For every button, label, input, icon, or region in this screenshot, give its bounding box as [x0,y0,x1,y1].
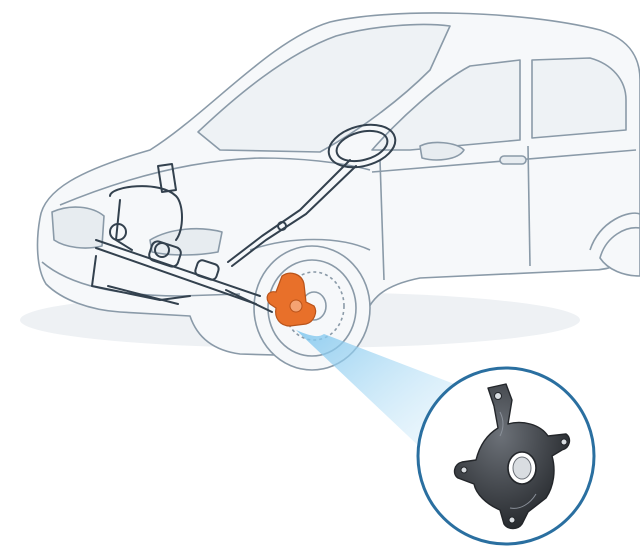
side-window-front [371,59,521,151]
door-handle [499,155,527,165]
steering-rack [95,239,261,297]
hydraulic-line [109,185,183,241]
steering-knuckle-icon [453,383,571,530]
tie-rod [225,289,273,313]
steering-knuckle-highlight [266,272,317,327]
inset-detail [416,366,596,546]
rear-wheel [599,227,640,277]
side-window-rear [531,57,627,139]
rear-wheel-arch [589,212,640,251]
car-outline [36,12,640,357]
grille [51,206,105,249]
front-fender-line [249,238,371,251]
door-line [379,159,385,281]
steering-wheel [327,123,397,169]
steering-system [91,123,397,313]
side-mirror [419,141,465,161]
power-steering-reservoir [157,163,177,193]
door-line-rear [527,145,531,267]
windshield [197,23,451,153]
